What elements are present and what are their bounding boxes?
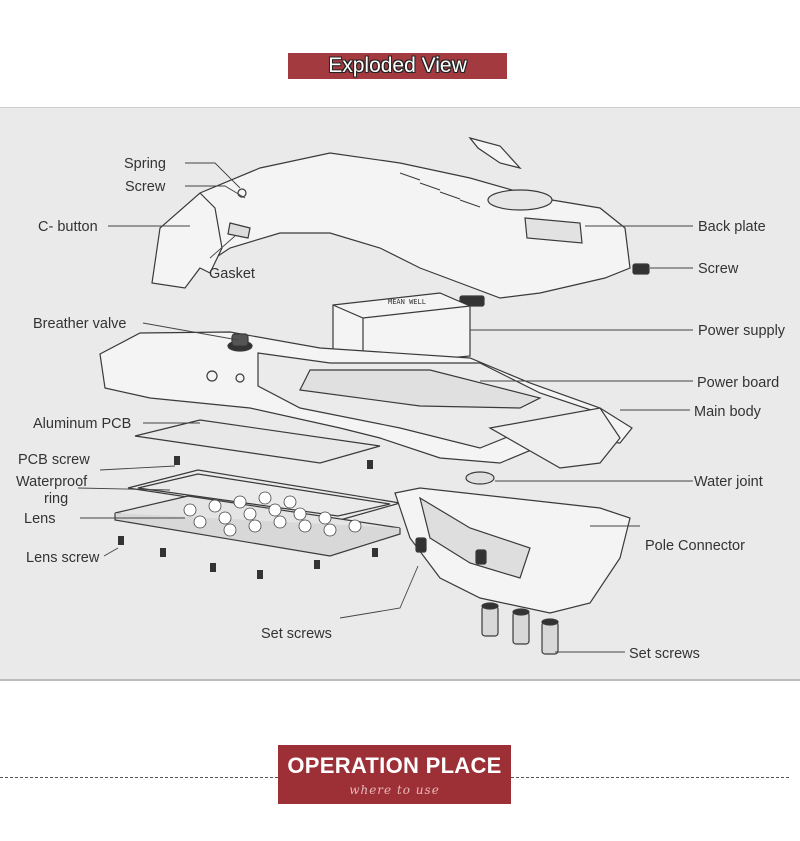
svg-text:MEAN WELL: MEAN WELL (388, 298, 426, 306)
label-water-joint: Water joint (694, 474, 763, 490)
operation-place-subtitle: where to use (349, 783, 440, 797)
pole-connector (394, 407, 631, 614)
label-set-screws-right: Set screws (629, 646, 700, 662)
label-screw-right: Screw (698, 261, 739, 277)
label-power-board: Power board (697, 375, 779, 391)
label-pcb-screw: PCB screw (18, 452, 90, 468)
lens-plate (114, 491, 401, 557)
label-power-supply: Power supply (698, 323, 786, 339)
operation-place-title: OPERATION PLACE (287, 753, 502, 778)
set-screws-group (481, 602, 559, 655)
top-cover (151, 136, 631, 299)
operation-place-banner: OPERATION PLACE where to use (278, 745, 511, 804)
label-breather-valve: Breather valve (33, 316, 127, 332)
back-screw (459, 263, 650, 307)
label-pole-connector: Pole Connector (645, 538, 745, 554)
connector-screws (415, 537, 487, 565)
label-lens-screw: Lens screw (26, 550, 100, 566)
exploded-view-diagram: MEAN WELL (0, 107, 800, 681)
label-back-plate: Back plate (698, 219, 766, 235)
label-lens: Lens (24, 511, 55, 527)
label-waterproof-ring-1: Waterproof (16, 474, 88, 490)
label-waterproof-ring-2: ring (44, 491, 68, 507)
small-screws (118, 456, 378, 579)
section-title: Exploded View (288, 53, 507, 79)
water-joint (465, 471, 495, 485)
label-c-button: C- button (38, 219, 98, 235)
label-screw-top: Screw (125, 179, 166, 195)
aluminum-pcb-plate (134, 419, 381, 464)
diagram-drawing: MEAN WELL (16, 136, 786, 662)
leader-lines (77, 162, 693, 653)
label-main-body: Main body (694, 404, 762, 420)
label-aluminum-pcb: Aluminum PCB (33, 416, 131, 432)
power-supply-box: MEAN WELL (332, 292, 471, 367)
label-gasket: Gasket (209, 266, 255, 282)
label-set-screws-left: Set screws (261, 626, 332, 642)
divider-right (511, 777, 789, 778)
label-spring: Spring (124, 156, 166, 172)
divider-left (0, 777, 278, 778)
